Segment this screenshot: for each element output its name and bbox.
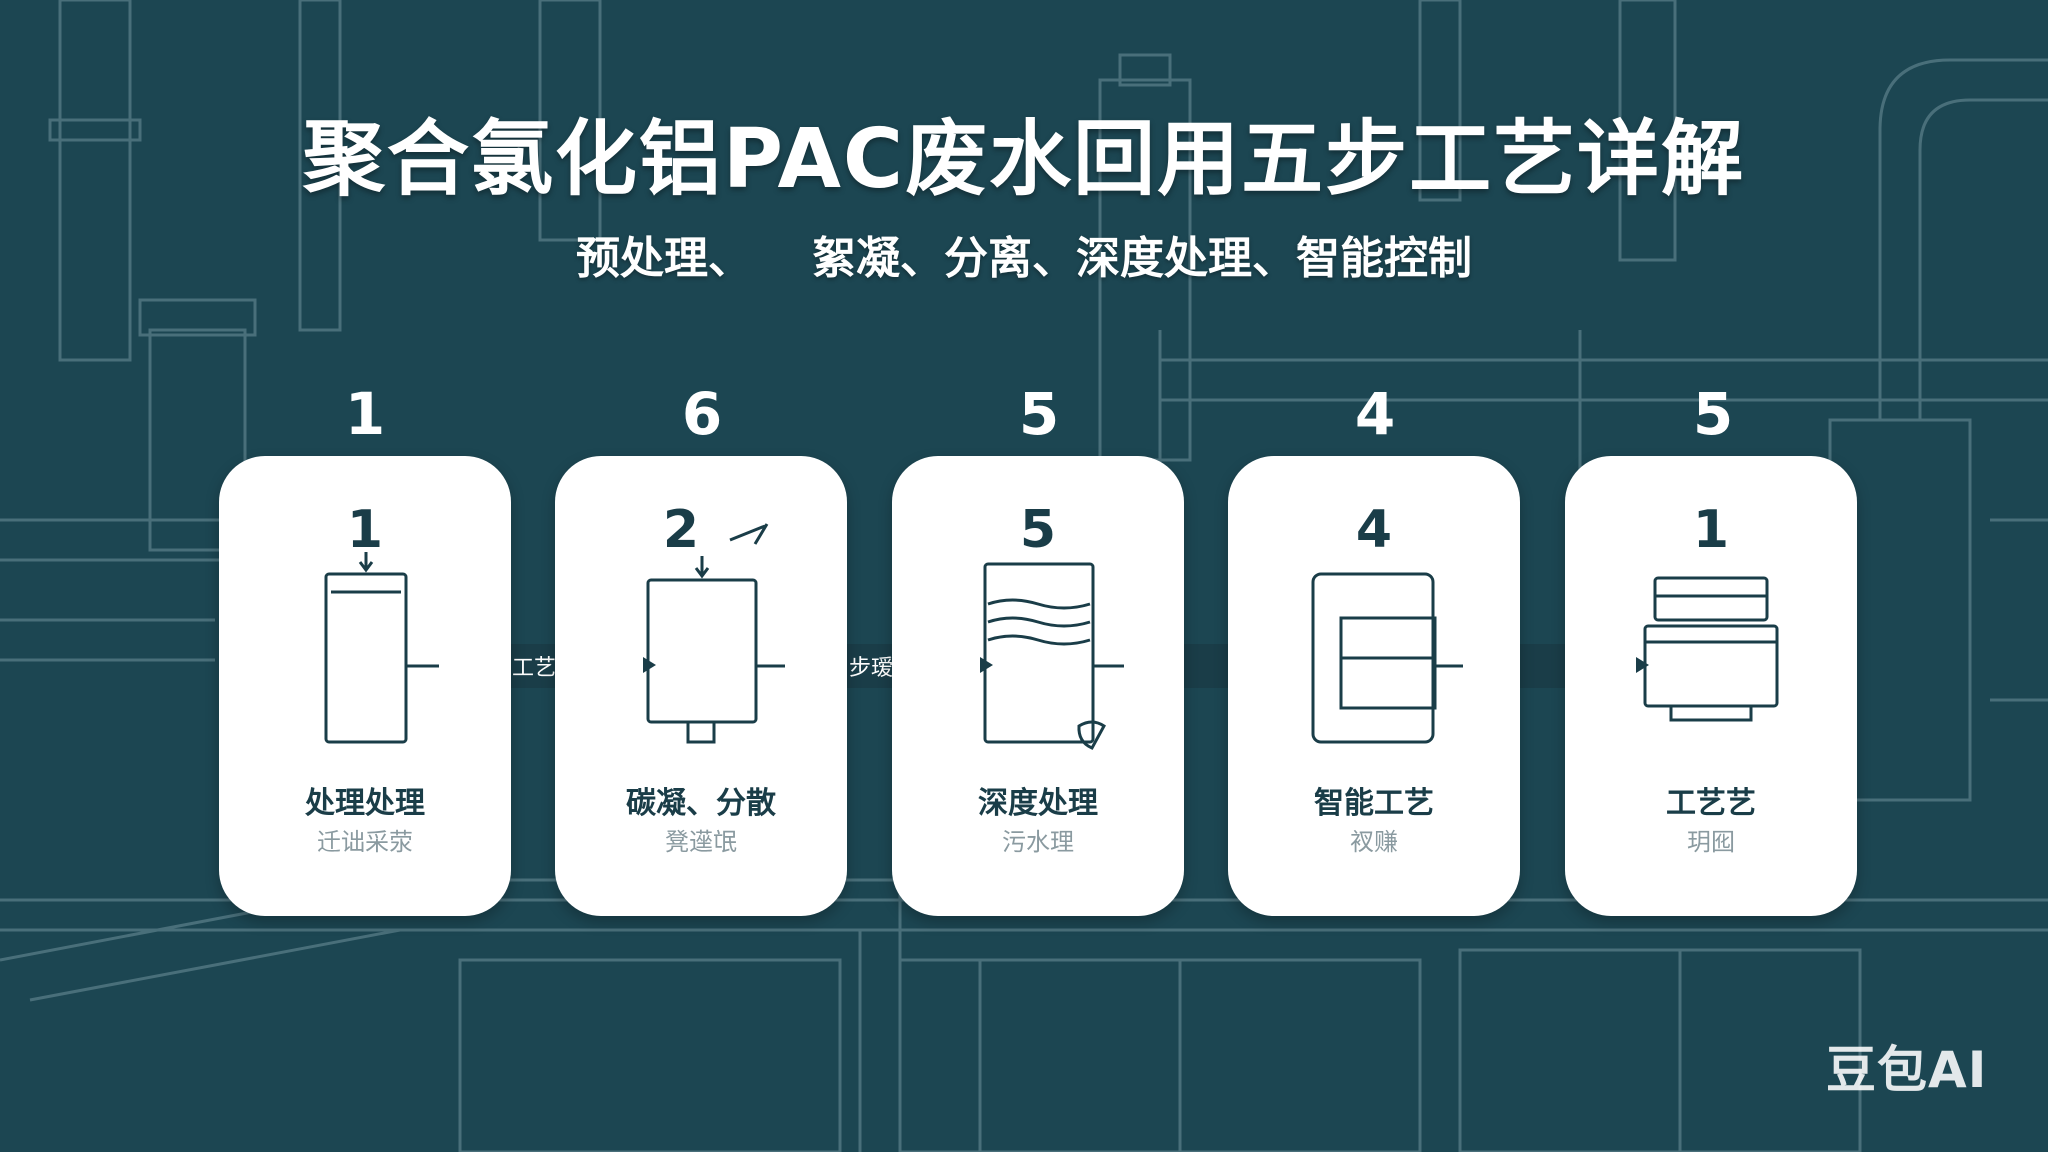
tank-icon — [324, 552, 439, 744]
arrow-right-icon — [1636, 657, 1649, 673]
step-number-3: 5 — [1018, 380, 1060, 448]
card-number-3: 5 — [1019, 500, 1057, 560]
card-subtitle-5: 玥囮 — [1687, 828, 1735, 856]
card-subtitle-2: 凳遳氓 — [665, 828, 737, 856]
step-number-5: 5 — [1692, 380, 1734, 448]
subtitle-part-2: 絮凝、分离、深度处理、智能控制 — [812, 233, 1472, 284]
card-number-1: 1 — [346, 500, 384, 560]
card-subtitle-4: 衩赚 — [1350, 828, 1398, 856]
watermark-logo: 豆包AI — [1826, 1041, 1988, 1099]
card-number-4: 4 — [1355, 500, 1393, 560]
control-cabinet-icon — [1311, 572, 1463, 744]
step-card-4[interactable]: 4 智能工艺 衩赚 — [1228, 456, 1520, 916]
card-title-5: 工艺艺 — [1666, 786, 1756, 821]
card-number-5: 1 — [1692, 500, 1730, 560]
step-number-1: 1 — [344, 380, 386, 448]
card-title-1: 处理处理 — [305, 786, 425, 821]
card-title-2: 碳凝、分散 — [626, 786, 776, 821]
step-card-1[interactable]: 1 处理处理 迁诎采荥 — [219, 456, 511, 916]
card-title-4: 智能工艺 — [1314, 786, 1434, 821]
step-card-3[interactable]: 5 深度处理 污水理 — [892, 456, 1184, 916]
card-subtitle-1: 迁诎采荥 — [317, 828, 413, 856]
subtitle-part-1: 预处理、 — [576, 233, 752, 284]
page-subtitle: 预处理、 絮凝、分离、深度处理、智能控制 — [0, 222, 2048, 286]
step-number-4: 4 — [1354, 380, 1396, 448]
card-subtitle-3: 污水理 — [1002, 828, 1074, 856]
step-card-5[interactable]: 1 工艺艺 玥囮 — [1565, 456, 1857, 916]
flocculation-tank-icon — [646, 523, 785, 744]
filter-tank-icon — [983, 562, 1124, 750]
card-number-2: 2 — [662, 500, 700, 560]
page-title: 聚合氯化铝PAC废水回用五步工艺详解 — [302, 112, 1746, 207]
arrow-right-icon — [980, 657, 993, 673]
arrow-right-icon — [643, 657, 656, 673]
step-card-2[interactable]: 2 碳凝、分散 凳遳氓 — [555, 456, 847, 916]
step-number-2: 6 — [681, 380, 723, 448]
card-title-3: 深度处理 — [978, 786, 1098, 821]
